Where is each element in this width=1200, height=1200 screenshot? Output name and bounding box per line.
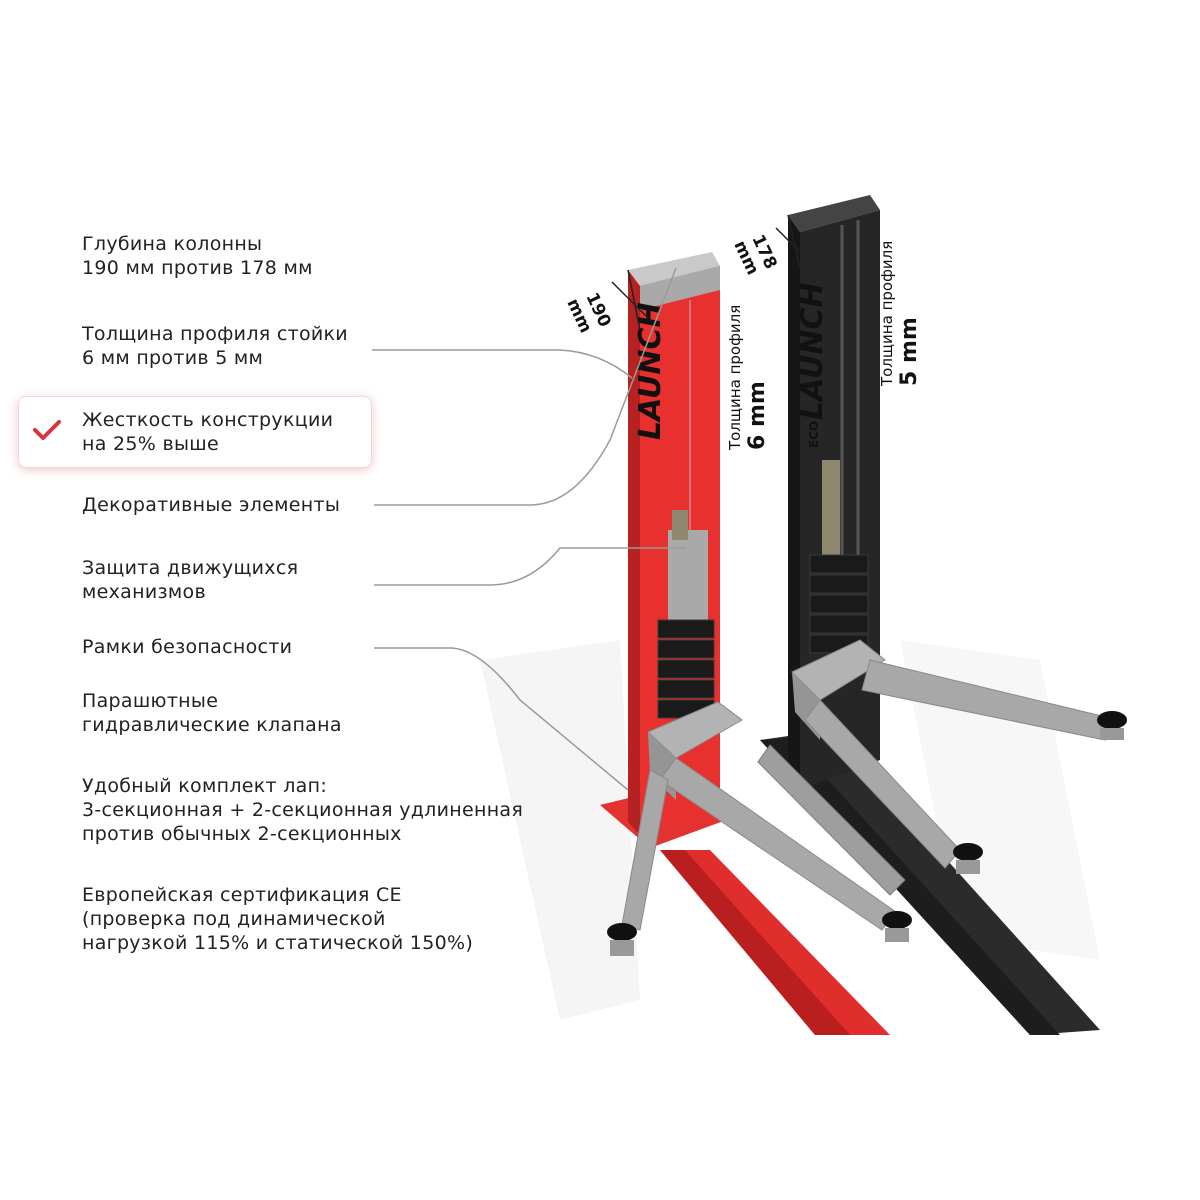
protection-cover	[668, 530, 708, 630]
black-brand: LAUNCH	[795, 282, 830, 420]
feature-line: Европейская сертификация CE	[82, 884, 402, 906]
red-base-rail-side	[660, 850, 850, 1035]
feature-depth: Глубина колонны 190 мм против 178 мм	[82, 232, 313, 280]
floor-shadow	[480, 640, 640, 1020]
feature-rigidity: Жесткость конструкции на 25% выше	[82, 408, 333, 456]
red-thickness-value: 6 mm	[745, 381, 770, 450]
leader-decor	[374, 267, 677, 506]
leader-lines	[372, 267, 686, 791]
safety-frames	[657, 619, 715, 719]
feature-line: 6 мм против 5 мм	[82, 347, 264, 369]
feature-line: на 25% выше	[82, 433, 219, 455]
feature-line: Рамки безопасности	[82, 636, 293, 658]
feature-cert: Европейская сертификация CE (проверка по…	[82, 883, 473, 955]
check-icon	[33, 420, 61, 440]
feature-arms: Удобный комплект лап: 3-секционная + 2-с…	[82, 774, 523, 846]
feature-line: механизмов	[82, 581, 206, 603]
feature-line: гидравлические клапана	[82, 714, 342, 736]
black-column-arms	[757, 639, 1127, 896]
red-thickness-label: Толщина профиля	[726, 305, 744, 451]
feature-protection: Защита движущихся механизмов	[82, 556, 298, 604]
feature-line: Удобный комплект лап:	[82, 775, 328, 797]
feature-decor: Декоративные элементы	[82, 493, 340, 517]
black-thickness-value: 5 mm	[897, 317, 922, 386]
feature-line: против обычных 2-секционных	[82, 823, 402, 845]
leader-protection	[374, 547, 686, 586]
feature-line: Парашютные	[82, 690, 219, 712]
feature-line: нагрузкой 115% и статической 150%)	[82, 932, 474, 954]
leader-frames	[374, 647, 629, 791]
feature-valves: Парашютные гидравлические клапана	[82, 689, 342, 737]
leader-profile	[372, 349, 633, 379]
feature-line: Защита движущихся	[82, 557, 299, 579]
feature-line: Толщина профиля стойки	[82, 323, 348, 345]
feature-frames: Рамки безопасности	[82, 635, 292, 659]
red-column	[628, 252, 720, 835]
highlight-card	[18, 396, 372, 468]
black-brand-prefix: ECO	[807, 421, 821, 448]
black-column	[788, 195, 880, 790]
red-dim-marker	[611, 269, 649, 331]
feature-line: Декоративные элементы	[82, 494, 341, 516]
feature-line: Жесткость конструкции	[82, 409, 334, 431]
feature-line: 190 мм против 178 мм	[82, 257, 313, 279]
feature-line: Глубина колонны	[82, 233, 263, 255]
feature-line: 3-секционная + 2-секционная удлиненная	[82, 799, 524, 821]
feature-profile: Толщина профиля стойки 6 мм против 5 мм	[82, 322, 348, 370]
black-thickness-label: Толщина профиля	[878, 241, 896, 387]
red-column-arms	[607, 701, 912, 956]
black-dim-marker	[775, 214, 807, 269]
feature-line: (проверка под динамической	[82, 908, 386, 930]
